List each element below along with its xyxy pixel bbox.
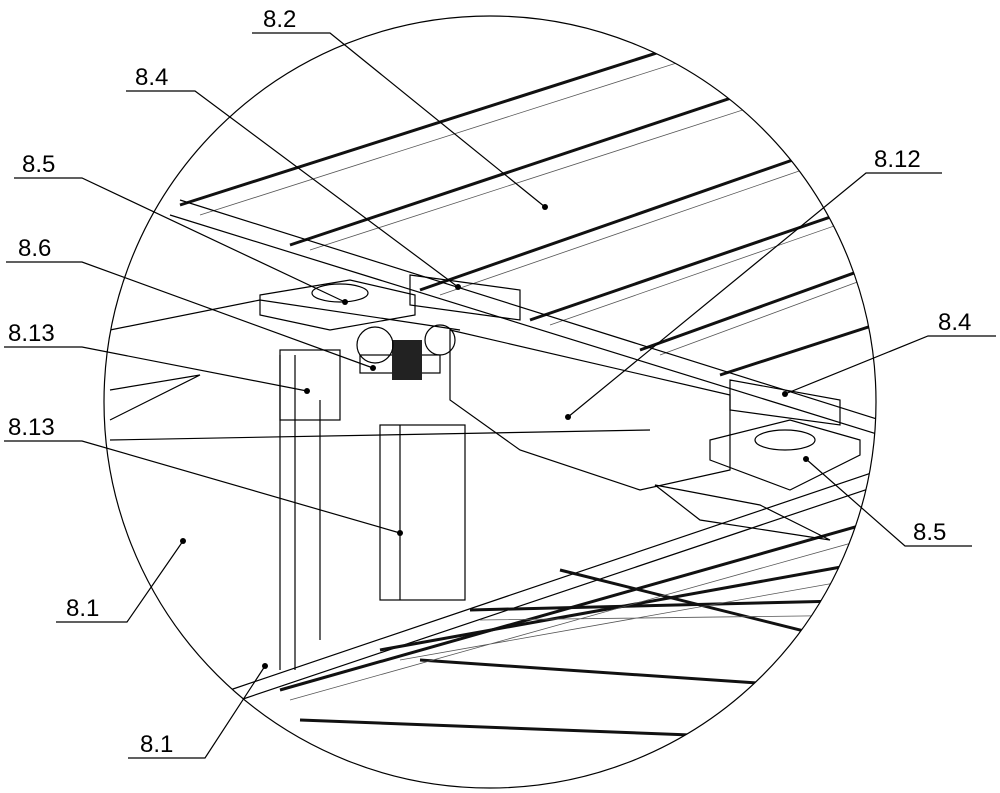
connector-top <box>410 275 520 320</box>
plate-top <box>260 280 415 330</box>
lower-panel <box>230 470 880 740</box>
bolt <box>357 325 455 380</box>
label-8-13: 8.13 <box>8 320 55 347</box>
label-8-4-right: 8.4 <box>938 309 971 336</box>
detail-circle-content <box>110 20 890 740</box>
label-8-4: 8.4 <box>135 64 168 91</box>
beam <box>450 330 730 490</box>
upper-panel <box>170 20 890 435</box>
label-8-13-lower: 8.13 <box>8 414 55 441</box>
label-8-1: 8.1 <box>66 595 99 622</box>
label-8-2: 8.2 <box>263 6 296 33</box>
label-8-6: 8.6 <box>18 235 51 262</box>
label-8-12: 8.12 <box>874 146 921 173</box>
post <box>380 425 465 600</box>
detail-circle <box>104 16 876 788</box>
label-8-5-right: 8.5 <box>913 519 946 546</box>
label-8-1-lower: 8.1 <box>140 731 173 758</box>
leader-lines <box>4 33 996 758</box>
label-8-5: 8.5 <box>22 151 55 178</box>
bracket <box>280 350 340 420</box>
